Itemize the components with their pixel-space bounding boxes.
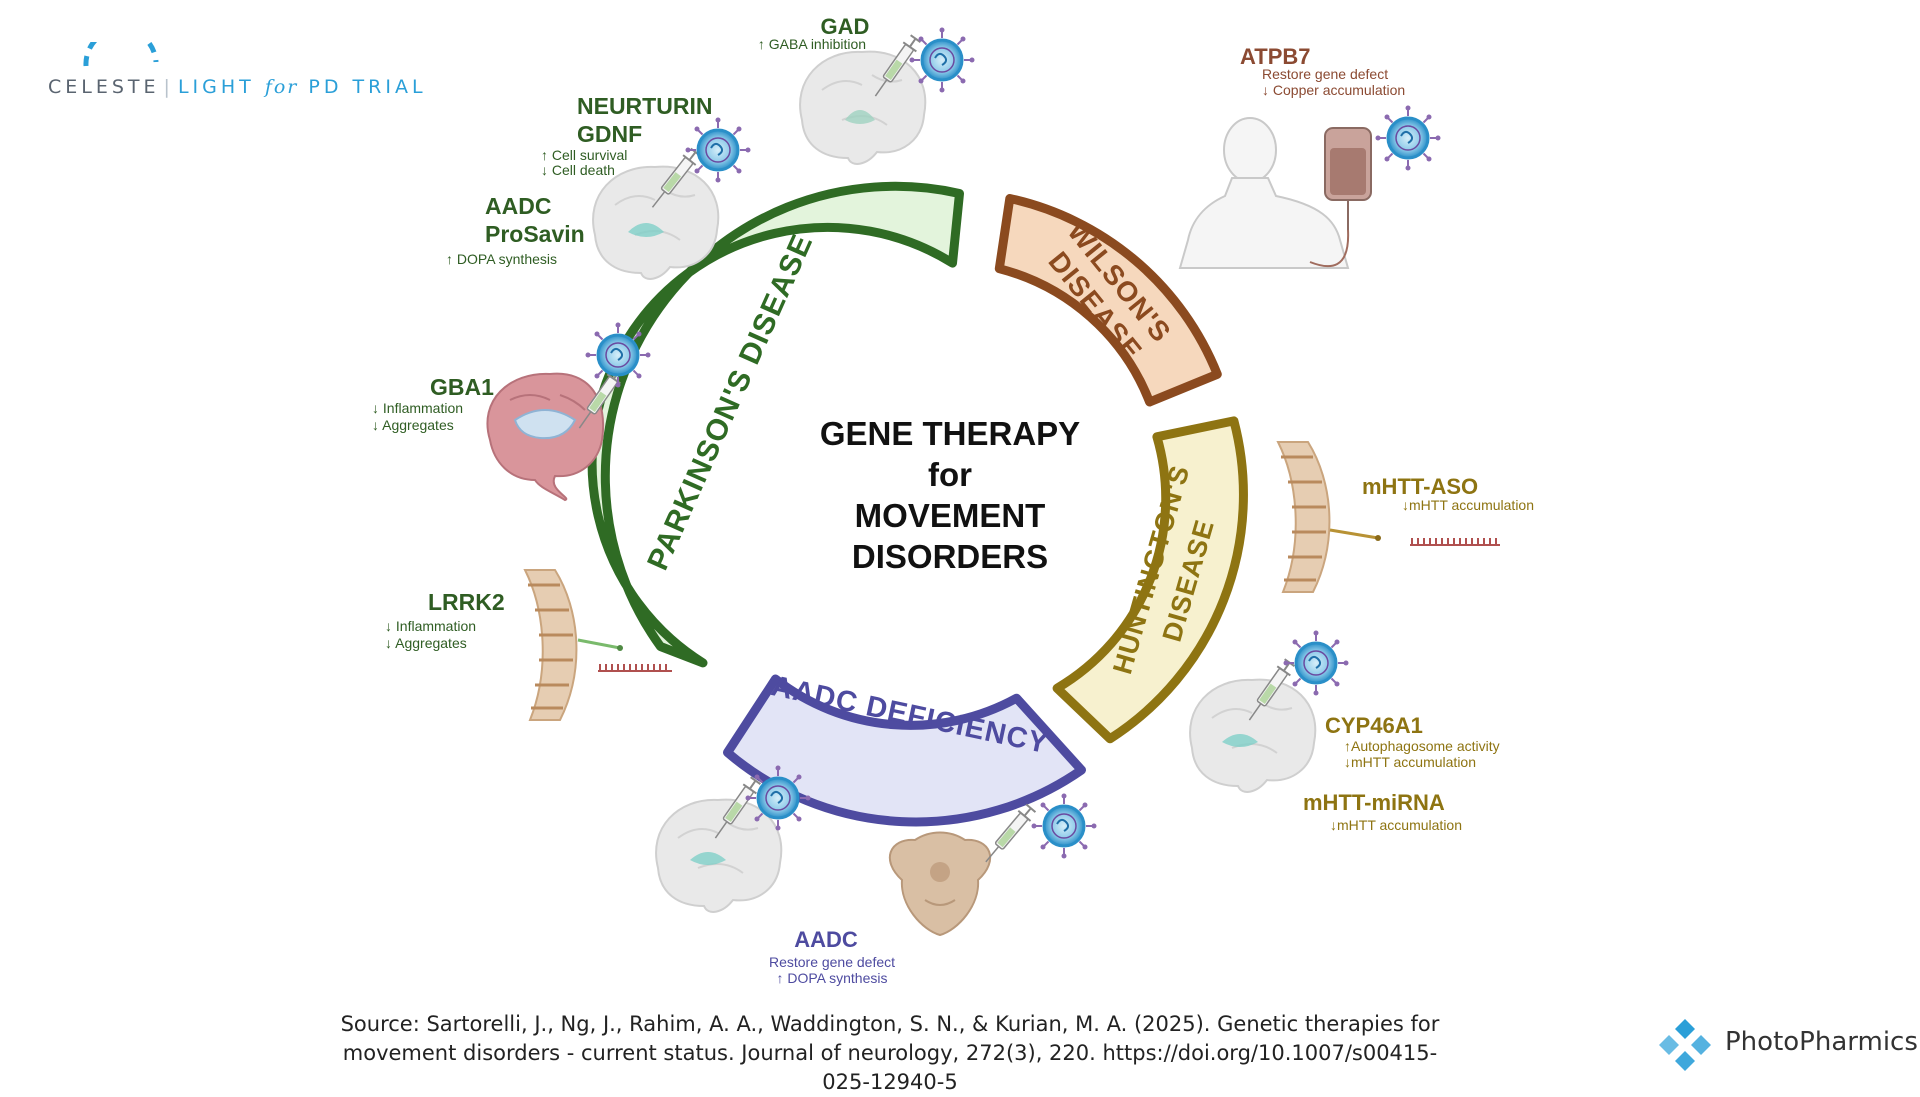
photopharmics-mark-icon [1659,1019,1711,1071]
therapy-cyp46a1-effect-2: ↓mHTT accumulation [1344,754,1476,770]
therapy-lrrk2-effect-1: ↓ Inflammation [385,618,476,634]
virus-cyp46a1-icon [1282,629,1350,697]
center-title-3: MOVEMENT [855,497,1046,534]
iv-bag-icon [1309,127,1372,268]
therapy-cyp46a1-name: CYP46A1 [1325,713,1423,738]
center-title-1: GENE THERAPY [820,415,1080,452]
brain-gad-icon [799,50,927,165]
therapy-aadc-prosavin-name-2: ProSavin [485,221,585,247]
therapy-neurturin-name-2: GDNF [577,121,642,147]
virus-brainstem-icon [1030,792,1098,860]
photopharmics-logo: PhotoPharmics [1655,1015,1918,1075]
segment-wilsons [994,194,1222,407]
therapy-gad-name: GAD [821,14,870,39]
brain-cyp46a1-icon [1189,678,1317,793]
virus-gba1-icon [584,321,652,389]
spine-mhtt-aso-icon [1276,440,1331,594]
aso-lrrk2-icon [598,664,672,672]
therapy-aadc-effect-1: Restore gene defect [769,954,895,970]
human-body-icon [1178,117,1350,269]
spine-lrrk2-icon [523,568,578,722]
therapy-mhtt-aso-effect-1: ↓mHTT accumulation [1402,497,1534,513]
brainstem-icon [889,831,991,937]
aso-mhtt-icon [1410,538,1500,546]
therapy-neurturin-name-1: NEURTURIN [577,93,712,119]
segment-huntingtons [1052,416,1248,744]
therapy-atpb7-effect-2: ↓ Copper accumulation [1262,82,1405,98]
virus-aadc-icon [744,764,812,832]
logo-arc-icon [83,42,159,67]
therapy-mhtt-mirna-name: mHTT-miRNA [1303,790,1445,815]
therapy-mhtt-aso-name: mHTT-ASO [1362,474,1478,499]
therapy-aadc-prosavin-name-1: AADC [485,193,551,219]
therapy-aadc-name: AADC [794,927,858,952]
source-line-2: movement disorders - current status. Jou… [342,1041,1438,1094]
center-title-2: for [928,456,972,493]
virus-atpb7-icon [1374,104,1442,172]
therapy-cyp46a1-effect-1: ↑Autophagosome activity [1344,738,1500,754]
therapy-lrrk2-name: LRRK2 [428,589,505,615]
therapy-gad-effect-1: ↑ GABA inhibition [758,36,866,52]
virus-gad-icon [908,26,976,94]
segment-aadc-deficiency [723,674,1086,827]
therapy-neurturin-effect-2: ↓ Cell death [541,162,615,178]
therapy-gba1-name: GBA1 [430,374,494,400]
therapy-mhtt-mirna-effect-1: ↓mHTT accumulation [1330,817,1462,833]
therapy-gba1-effect-1: ↓ Inflammation [372,400,463,416]
therapy-gba1-effect-2: ↓ Aggregates [372,417,454,433]
center-title-4: DISORDERS [852,538,1048,575]
therapy-aadc-effect-2: ↑ DOPA synthesis [776,970,887,986]
segment-parkinsons [587,181,964,668]
virus-neurturin-icon [684,116,752,184]
therapy-aadc-prosavin-effect-1: ↑ DOPA synthesis [446,251,557,267]
therapy-atpb7-name: ATPB7 [1240,44,1311,69]
therapy-atpb7-effect-1: Restore gene defect [1262,66,1388,82]
celeste-logo: CELESTE|LIGHT for PD TRIAL [48,42,428,112]
source-line-1: Source: Sartorelli, J., Ng, J., Rahim, A… [340,1012,1440,1036]
source-citation: Source: Sartorelli, J., Ng, J., Rahim, A… [340,1010,1440,1097]
segment-label-parkinsons: PARKINSON'S DISEASE [641,229,819,575]
celeste-wordmark: CELESTE|LIGHT for PD TRIAL [48,76,427,98]
brain-gba1-icon [486,372,605,502]
therapy-neurturin-effect-1: ↑ Cell survival [541,147,627,163]
therapy-lrrk2-effect-2: ↓ Aggregates [385,635,467,651]
photopharmics-wordmark: PhotoPharmics [1725,1027,1918,1057]
